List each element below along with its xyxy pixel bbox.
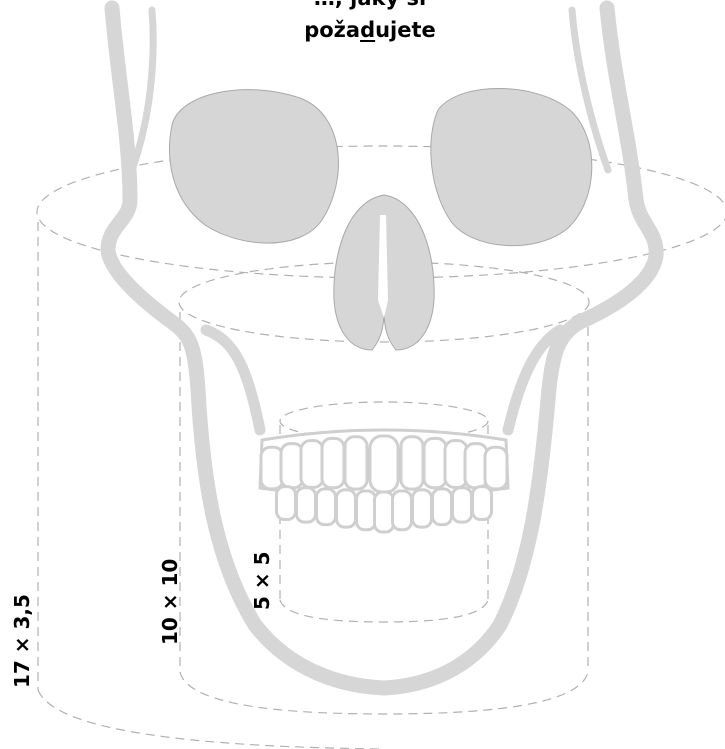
left-coronoid bbox=[206, 330, 260, 430]
upper-tooth bbox=[301, 441, 323, 488]
lower-tooth bbox=[393, 491, 412, 530]
fov-label-small: 5 × 5 bbox=[250, 551, 274, 610]
teeth bbox=[260, 430, 508, 532]
lower-tooth bbox=[473, 487, 492, 520]
fov-label-medium: 10 × 10 bbox=[158, 559, 182, 645]
upper-tooth bbox=[401, 437, 423, 489]
fov-small-bottom bbox=[280, 600, 488, 622]
left-eye-socket bbox=[170, 90, 339, 243]
fov-label-large: 17 × 3,5 bbox=[10, 594, 34, 688]
lower-tooth bbox=[337, 490, 356, 527]
lower-tooth bbox=[413, 490, 432, 527]
upper-tooth bbox=[485, 447, 507, 489]
lower-tooth bbox=[297, 488, 316, 522]
right-eye-socket bbox=[431, 88, 592, 245]
lower-tooth bbox=[317, 489, 336, 525]
upper-tooth bbox=[345, 437, 367, 489]
lower-tooth bbox=[375, 492, 394, 532]
upper-tooth bbox=[322, 438, 344, 487]
upper-teeth-row bbox=[261, 436, 507, 492]
upper-tooth bbox=[424, 438, 446, 487]
lower-tooth bbox=[357, 491, 376, 530]
skull bbox=[108, 8, 656, 688]
upper-tooth bbox=[370, 436, 398, 492]
lower-tooth bbox=[433, 489, 452, 525]
lower-teeth-row bbox=[277, 487, 492, 532]
fov-large-bottom bbox=[38, 690, 380, 749]
lower-tooth bbox=[277, 487, 296, 520]
left-inner-cranium-line bbox=[132, 10, 153, 170]
lower-tooth bbox=[453, 488, 472, 522]
